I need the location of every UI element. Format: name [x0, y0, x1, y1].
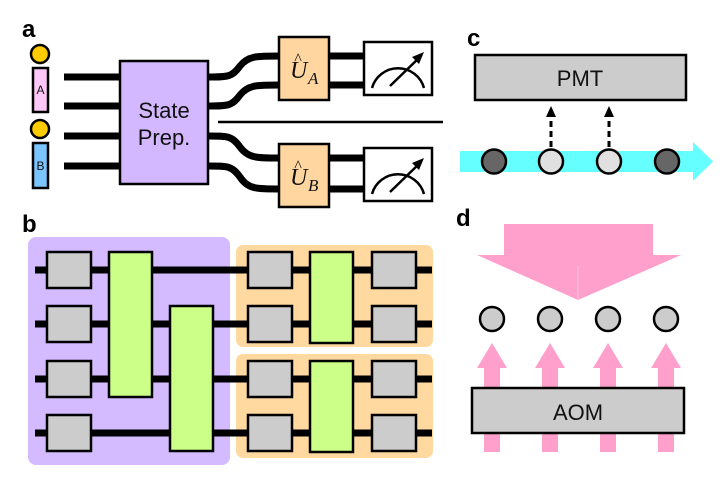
ion	[594, 305, 622, 333]
meter-b-icon	[362, 146, 434, 203]
ion-bright	[595, 148, 623, 175]
ion-chain-c	[480, 148, 681, 175]
unitary-b-symbol: U	[290, 165, 309, 191]
unitary-b-box	[277, 142, 331, 209]
single-qubit-gate	[45, 359, 93, 399]
meter-a-icon	[362, 40, 434, 97]
global-beam-arrow	[477, 224, 681, 300]
unitary-b-subscript: B	[308, 176, 319, 195]
ion	[536, 305, 564, 333]
state-prep-label-1: State	[138, 98, 189, 123]
entangling-gate	[168, 304, 215, 453]
single-qubit-gate	[246, 250, 294, 290]
wire-out-4	[207, 162, 281, 193]
unitary-a-subscript: A	[307, 69, 319, 88]
unitary-b-hat: ^	[294, 158, 302, 175]
ion-chain-d	[478, 305, 680, 333]
unitary-a-hat: ^	[294, 51, 302, 68]
panel-d-label: d	[456, 205, 471, 232]
single-qubit-gate	[370, 304, 418, 344]
panel-c: c PMT	[460, 25, 713, 181]
entangling-gate	[308, 359, 355, 454]
qubit-b-bar	[31, 141, 50, 190]
fluorescence-arrow-icon	[604, 106, 614, 147]
qubit-a-bar	[31, 66, 50, 114]
panel-b-label: b	[22, 211, 37, 238]
state-prep-label-2: Prep.	[138, 125, 191, 150]
single-qubit-gate	[370, 359, 418, 399]
single-qubit-gate	[45, 250, 93, 290]
wire-out-3	[207, 132, 281, 162]
aom-label: AOM	[553, 400, 603, 425]
qubit-a-label: A	[36, 83, 44, 97]
single-qubit-gate	[370, 250, 418, 290]
panel-b: b	[22, 211, 433, 465]
single-qubit-gate	[246, 413, 294, 453]
unitary-a-symbol: U	[290, 58, 309, 84]
single-qubit-gate	[246, 359, 294, 399]
cyan-beam-arrow	[460, 142, 713, 181]
state-prep-box	[118, 59, 210, 186]
pmt-label: PMT	[557, 66, 603, 91]
wire-out-1	[207, 52, 281, 81]
qubit-a-dot-icon	[29, 43, 51, 65]
panel-d: d AOM	[456, 205, 686, 452]
unitary-a-box	[277, 35, 331, 102]
panel-c-label: c	[467, 25, 480, 52]
ion-dark	[653, 148, 681, 175]
wire-out-2	[207, 81, 281, 110]
aom-modulator	[470, 386, 686, 435]
ion	[652, 305, 680, 333]
ion-dark	[480, 148, 508, 175]
single-qubit-gate	[45, 304, 93, 344]
single-qubit-gate	[370, 413, 418, 453]
pmt-detector	[473, 53, 688, 102]
qubit-b-dot-icon	[29, 118, 51, 140]
entangling-gate	[308, 250, 355, 345]
fluorescence-arrow-icon	[546, 106, 556, 147]
panel-a-label: a	[22, 16, 36, 43]
entangling-gate	[107, 250, 154, 399]
single-qubit-gate	[246, 304, 294, 344]
ion-bright	[537, 148, 565, 175]
qubit-b-label: B	[36, 159, 44, 173]
ion	[478, 305, 506, 333]
panel-a: a A B State Prep. U ^ A	[22, 16, 443, 209]
single-qubit-gate	[45, 413, 93, 453]
